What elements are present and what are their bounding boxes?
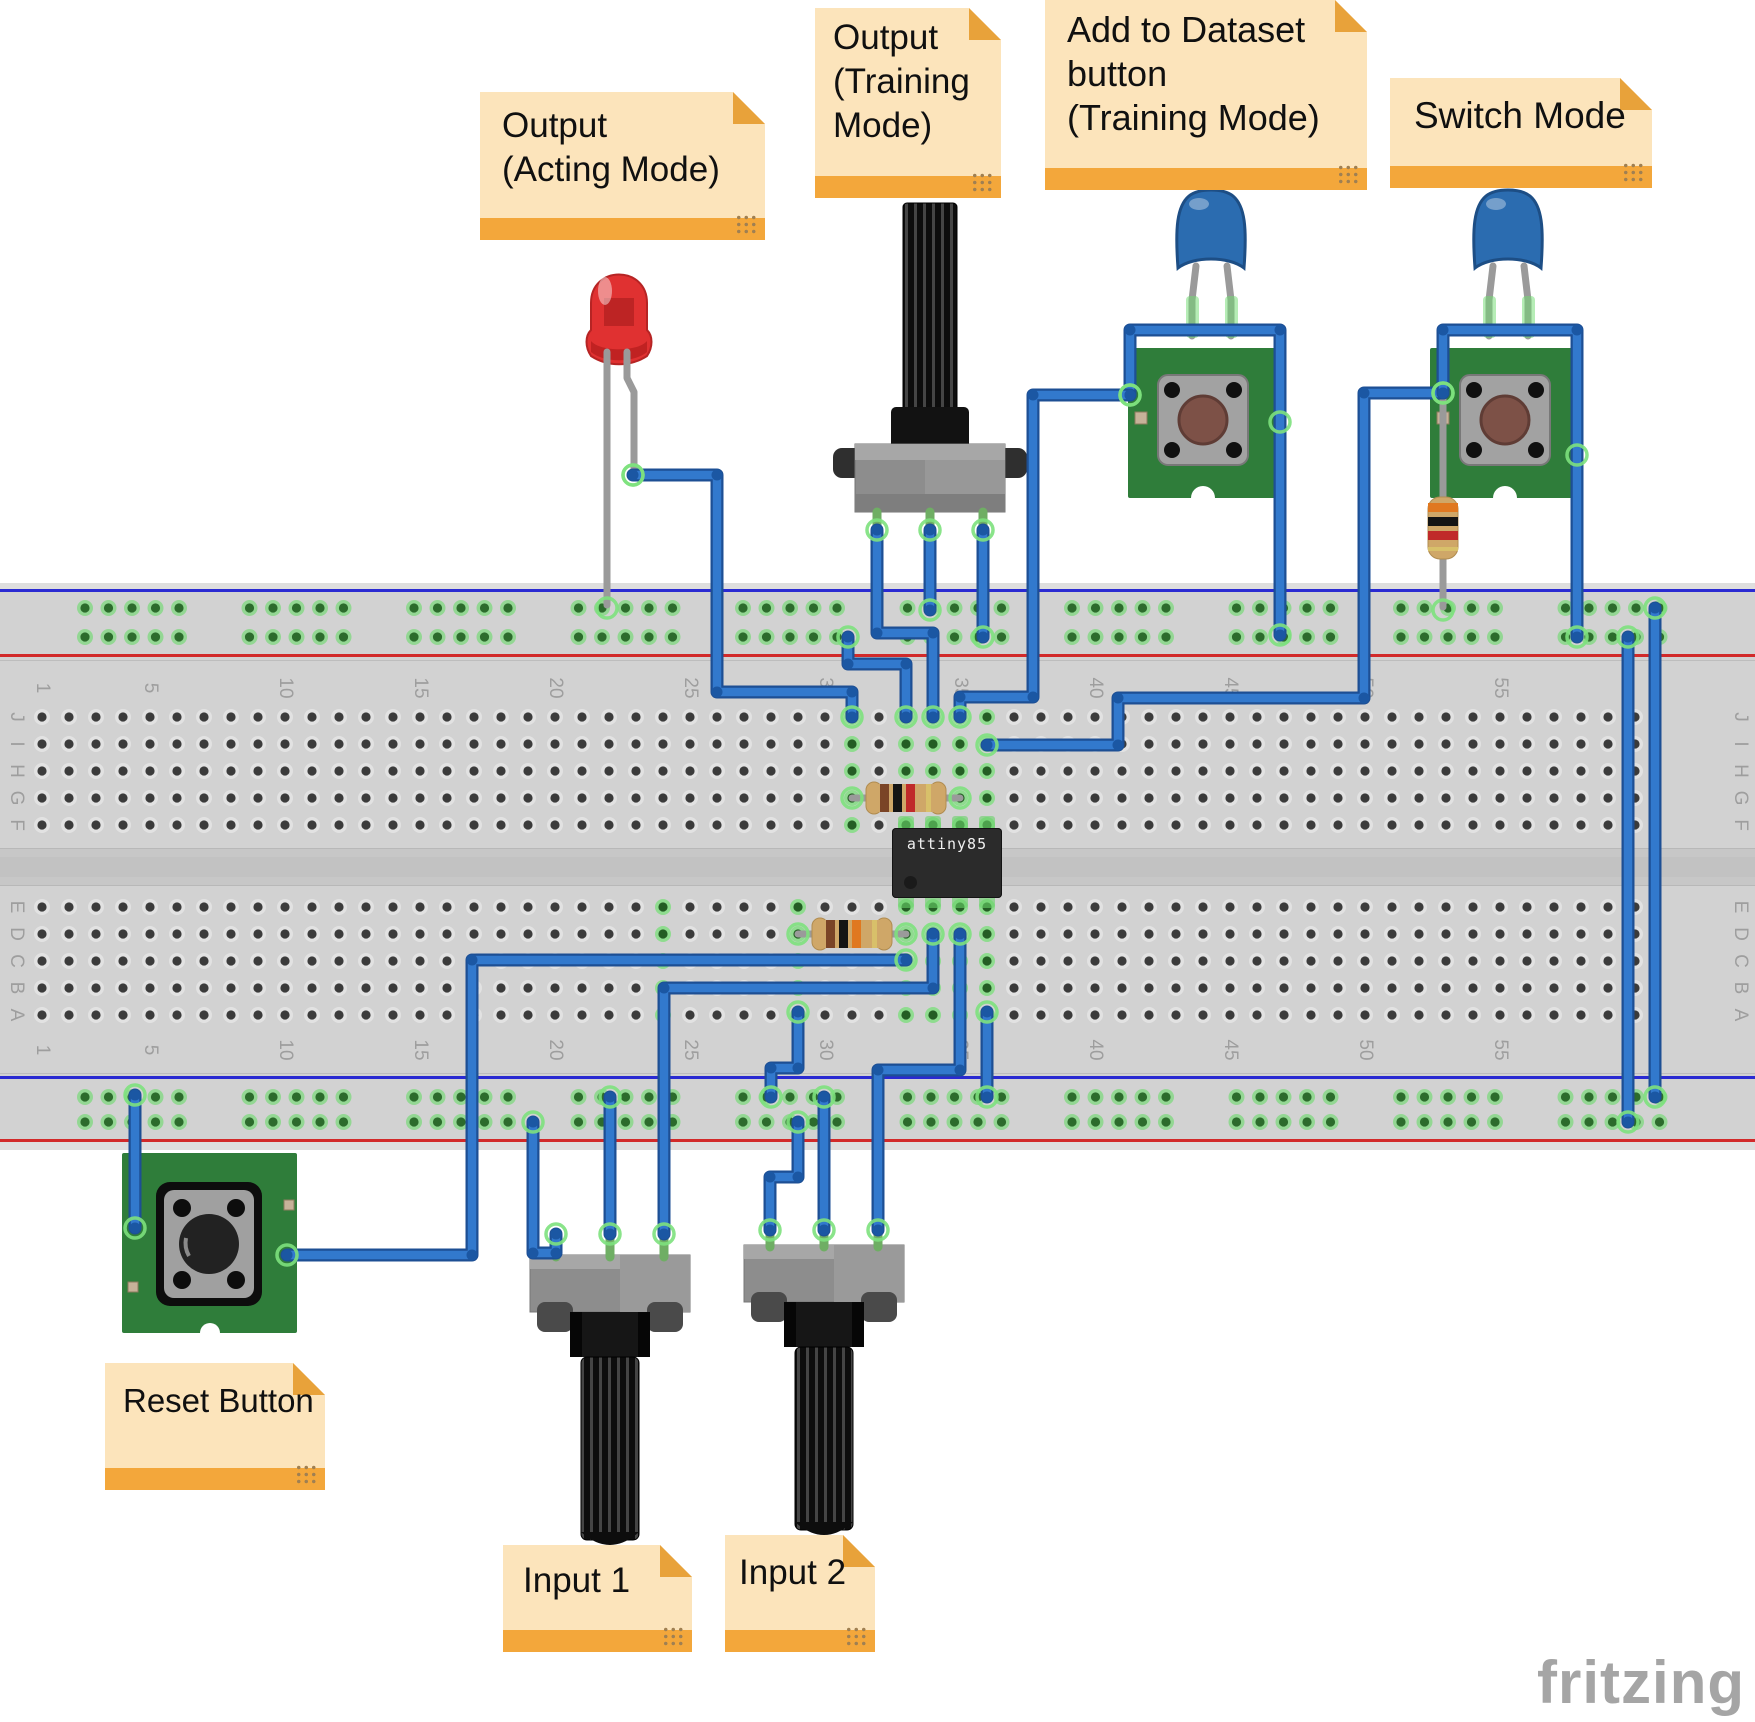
jumper-wires[interactable] [128,323,1662,1262]
fritzing-watermark: fritzing [1537,1649,1745,1716]
pushbutton-add-to-dataset[interactable] [1128,348,1278,510]
note-drag-dots-icon [845,1626,868,1647]
note-strip [1390,166,1652,188]
resistor-horizontal-2[interactable] [811,917,893,951]
note-input-2[interactable]: Input 2 [725,1535,875,1652]
note-output-acting-mode[interactable]: Output (Acting Mode) [480,92,765,240]
note-line: Add to Dataset [1067,9,1306,50]
note-input-1[interactable]: Input 1 [503,1545,692,1652]
note-line: (Training [833,62,970,101]
note-switch-mode[interactable]: Switch Mode [1390,78,1652,188]
note-line: (Training Mode) [1067,97,1320,138]
note-line: Mode) [833,106,933,145]
note-reset-button[interactable]: Reset Button [105,1363,325,1490]
note-line: (Acting Mode) [502,150,720,189]
ceramic-capacitor-1[interactable] [1175,188,1247,271]
potentiometer-input-2[interactable] [743,1244,905,1535]
note-drag-dots-icon [971,172,994,193]
attiny85-chip[interactable]: attiny85 [892,828,1002,898]
note-strip [725,1630,875,1652]
note-strip [105,1468,325,1490]
note-line: button [1067,53,1168,94]
note-line: Output [502,106,608,145]
chip-label: attiny85 [906,835,988,853]
breadboard-holes [34,600,1668,1130]
note-text: Reset Button [105,1363,325,1423]
note-strip [1045,168,1367,190]
note-drag-dots-icon [295,1464,318,1485]
resistor-horizontal-1[interactable] [865,781,947,815]
output-potentiometer[interactable] [833,202,1027,513]
note-drag-dots-icon [735,214,758,235]
note-strip [815,176,1001,198]
potentiometer-input-1[interactable] [529,1254,691,1545]
note-line: Input 2 [739,1553,847,1592]
center-channel [0,848,1755,886]
note-text: Switch Mode [1390,78,1652,138]
connection-highlight-rings [123,381,1667,1267]
note-line: Input 1 [523,1561,631,1600]
note-strip [480,218,765,240]
note-text: Input 1 [503,1545,692,1603]
top-rail-red-line [0,654,1755,657]
ceramic-capacitor-2[interactable] [1472,188,1544,271]
note-line: Switch Mode [1414,95,1626,136]
note-strip [503,1630,692,1652]
note-text: Output (Acting Mode) [480,92,765,192]
resistor-vertical[interactable] [1427,496,1459,560]
pushbutton-reset[interactable] [122,1153,297,1343]
note-drag-dots-icon [662,1626,685,1647]
note-line: Reset Button [123,1382,314,1419]
note-drag-dots-icon [1337,164,1360,185]
pushbutton-switch-mode[interactable] [1430,348,1580,510]
note-drag-dots-icon [1622,162,1645,183]
note-text: Input 2 [725,1535,875,1595]
note-line: Output [833,18,939,57]
